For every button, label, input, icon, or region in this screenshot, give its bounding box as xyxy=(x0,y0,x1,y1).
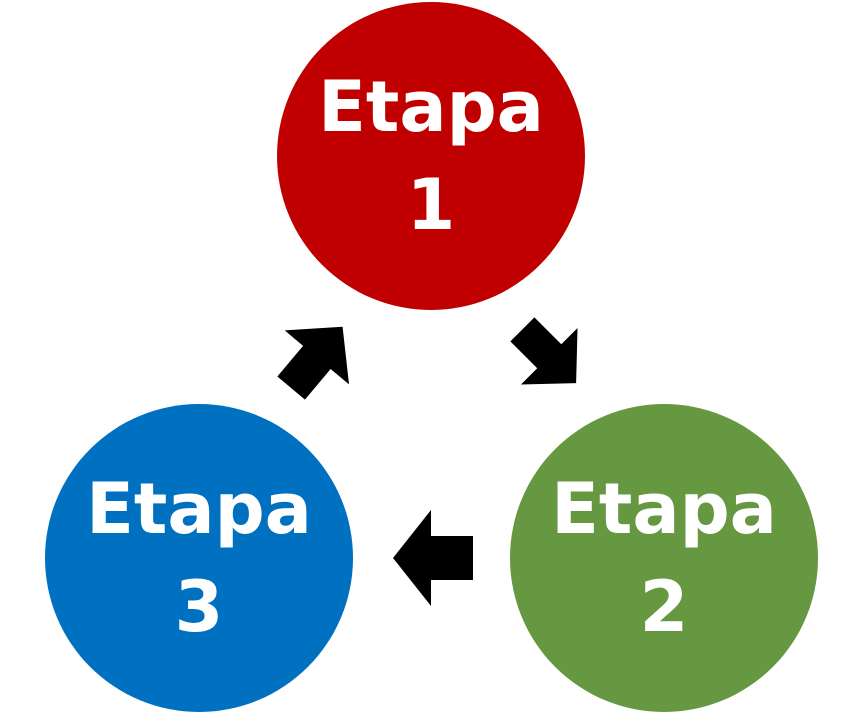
stage-3-label: Etapa xyxy=(86,468,312,550)
arrow-right-up-icon xyxy=(277,326,350,400)
arrow-right-down-icon xyxy=(510,317,578,385)
stage-1-label: Etapa xyxy=(318,66,544,148)
arrow-left-icon xyxy=(393,510,473,606)
stage-1-circle: Etapa 1 xyxy=(277,2,585,310)
stage-3-circle: Etapa 3 xyxy=(45,404,353,712)
stage-2-label: Etapa xyxy=(551,468,777,550)
stage-3-number: 3 xyxy=(174,566,224,648)
stage-2-number: 2 xyxy=(639,566,689,648)
stage-2-circle: Etapa 2 xyxy=(510,404,818,712)
stage-1-number: 1 xyxy=(406,164,456,246)
